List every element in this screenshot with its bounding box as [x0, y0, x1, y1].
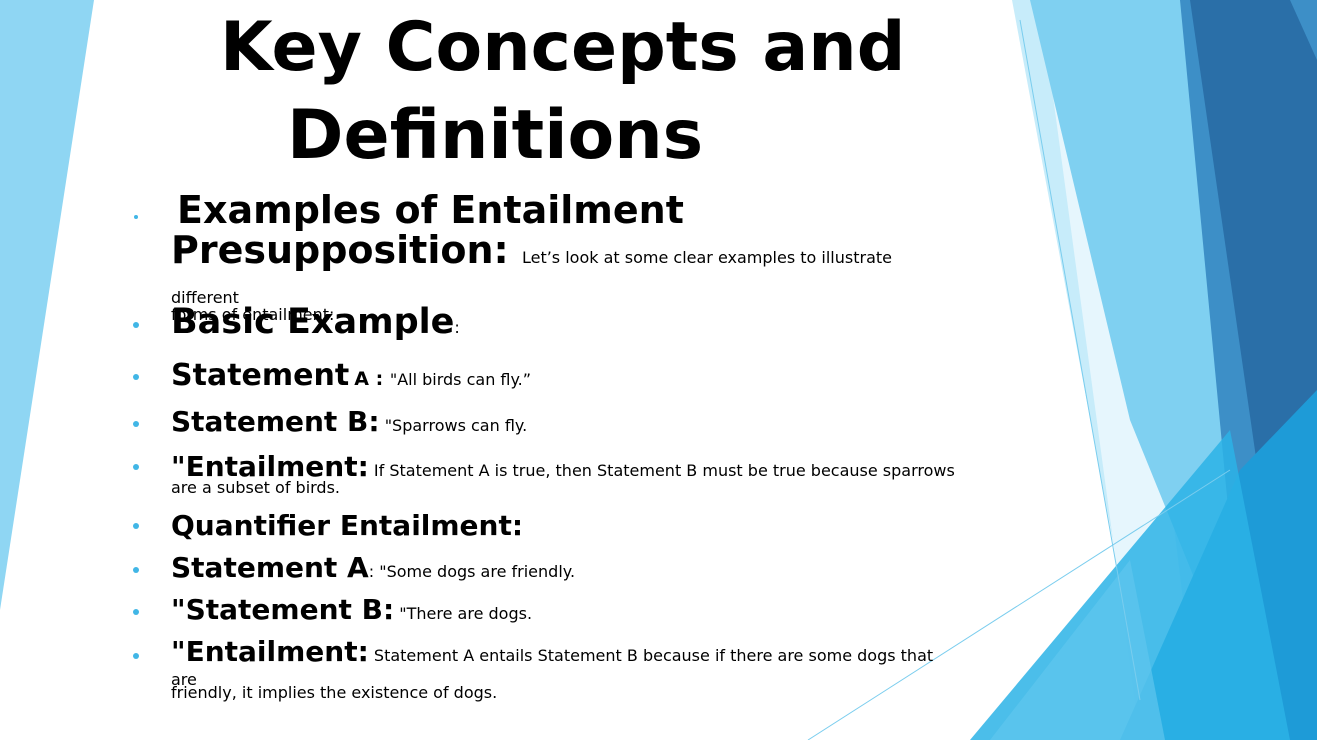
bullet-text: Statement A entails Statement B because … [171, 646, 934, 689]
bullet-item: Statement A: "Some dogs are friendly. [133, 550, 961, 586]
bullet-dot-icon [133, 421, 139, 427]
bullet-text-quote: "All birds can fly.” [389, 370, 532, 389]
bullet-dot-icon [133, 523, 139, 529]
bullet-heading: Statement [171, 358, 350, 393]
bullet-heading-text: Presupposition: [171, 228, 509, 272]
bullet-heading: "Entailment: [171, 450, 369, 483]
right-facet-dark [1190, 0, 1317, 520]
bullet-item: Examples of Entailment Presupposition: L… [134, 188, 961, 324]
bullet-text-cont: forms of entailment: [171, 305, 335, 324]
bullet-text-cont: are a subset of birds. [171, 478, 341, 497]
bullet-dot-icon [133, 567, 139, 573]
bullet-text: : "Some dogs are friendly. [368, 562, 576, 581]
bullet-dot-icon [133, 374, 139, 380]
left-facet-shape [0, 0, 94, 610]
thin-line-2 [807, 469, 1231, 740]
bullet-item: Basic Example: [133, 300, 961, 344]
bullet-heading: "Statement B: [171, 593, 395, 626]
bullet-heading: Statement B: [171, 405, 380, 438]
title-line-2: Definitions [287, 96, 704, 175]
bullet-text-cont: friendly, it implies the existence of do… [171, 683, 498, 702]
slide-title: Key Concepts and Definitions [0, 4, 1060, 180]
title-line-1: Key Concepts and [220, 8, 906, 87]
bullet-text: "There are dogs. [399, 604, 533, 623]
bullet-text: If Statement A is true, then Statement B… [373, 461, 955, 480]
bullet-item: Statement B: "Sparrows can fly. [133, 404, 961, 440]
bullet-item: Statement A : "All birds can fly.” [133, 357, 961, 395]
thin-line-1 [1019, 19, 1141, 701]
right-facet-bottom-light [990, 560, 1165, 740]
bullet-item: "Statement B: "There are dogs. [133, 592, 961, 628]
bullet-heading: "Entailment: [171, 635, 369, 668]
bullet-dot-icon [133, 322, 139, 328]
bullet-dot-icon [134, 215, 138, 219]
bullet-item: "Entailment: Statement A entails Stateme… [133, 634, 961, 702]
bullet-dot-icon [133, 464, 139, 470]
bullet-heading: Statement A [171, 551, 369, 584]
bullet-item: Quantifier Entailment: [133, 508, 961, 544]
bullet-item: "Entailment: If Statement A is true, the… [133, 449, 961, 497]
bullet-heading: Quantifier Entailment: [171, 509, 524, 542]
bullet-dot-icon [133, 609, 139, 615]
bullet-text: "Sparrows can fly. [384, 416, 528, 435]
bullet-text: : [454, 318, 460, 337]
bullet-heading: Basic Example [171, 302, 455, 342]
bullet-heading: Examples of Entailment [177, 188, 684, 232]
bullet-text: Let’s look at some clear examples to ill… [171, 248, 892, 307]
bullet-heading-cont: Presupposition: Let’s look at some clear… [171, 230, 961, 310]
bullet-dot-icon [133, 653, 139, 659]
bullet-text: A : [354, 368, 390, 390]
